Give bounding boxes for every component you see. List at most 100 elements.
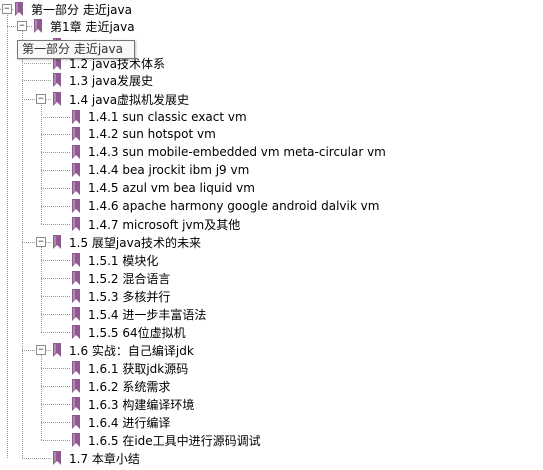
- tree-guide-line: [41, 99, 42, 224]
- tree-guide-line: [41, 440, 70, 441]
- bookmark-label: 1.4.2 sun hotspot vm: [88, 127, 216, 141]
- tree-guide-line: [41, 314, 70, 315]
- bookmark-item[interactable]: 1.4.7 microsoft jvm及其他: [72, 215, 240, 233]
- tree-guide-line: [41, 368, 70, 369]
- tree-guide-line: [41, 117, 70, 118]
- bookmark-item[interactable]: 1.5.4 进一步丰富语法: [72, 305, 206, 323]
- collapse-toggle-icon[interactable]: −: [2, 4, 12, 14]
- bookmark-icon: [72, 397, 80, 411]
- bookmark-label: 1.6.3 构建编译环境: [88, 397, 195, 412]
- bookmark-item[interactable]: 1.6.2 系统需求: [72, 377, 170, 395]
- collapse-toggle-icon[interactable]: −: [36, 237, 46, 247]
- bookmark-item[interactable]: 1.4.3 sun mobile-embedded vm meta-circul…: [72, 143, 386, 161]
- bookmark-item[interactable]: 1.6.5 在ide工具中进行源码调试: [72, 431, 261, 449]
- bookmark-item[interactable]: 1.2 java技术体系: [53, 54, 165, 72]
- bookmark-icon: [72, 181, 80, 195]
- bookmark-icon: [72, 110, 80, 124]
- bookmark-icon: [72, 163, 80, 177]
- tree-guide-line: [22, 80, 51, 81]
- tree-guide-line: [41, 296, 70, 297]
- bookmark-item[interactable]: 1.3 java发展史: [53, 71, 153, 89]
- bookmark-item[interactable]: 1.4.6 apache harmony google android dalv…: [72, 197, 379, 215]
- bookmark-item[interactable]: 1.6.3 构建编译环境: [72, 395, 194, 413]
- tooltip: 第一部分 走近java: [17, 40, 135, 59]
- bookmark-item[interactable]: 1.5.5 64位虚拟机: [72, 323, 186, 341]
- bookmark-icon: [53, 73, 61, 87]
- tree-guide-line: [41, 350, 42, 440]
- bookmark-icon: [72, 127, 80, 141]
- bookmark-icon: [72, 361, 80, 375]
- bookmark-label: 1.2 java技术体系: [69, 56, 166, 71]
- tree-guide-line: [41, 278, 70, 279]
- bookmark-label: 1.6.2 系统需求: [88, 379, 171, 394]
- bookmark-item[interactable]: 1.6.4 进行编译: [72, 413, 170, 431]
- bookmark-label: 1.6 实战：自己编译jdk: [69, 343, 194, 358]
- bookmark-label: 1.6.5 在ide工具中进行源码调试: [88, 433, 261, 448]
- bookmark-item[interactable]: 1.6 实战：自己编译jdk: [53, 341, 194, 359]
- bookmark-label: 第1章 走近java: [50, 19, 135, 34]
- tree-guide-line: [41, 170, 70, 171]
- bookmark-icon: [72, 433, 80, 447]
- tree-guide-line: [41, 206, 70, 207]
- tree-guide-line: [41, 188, 70, 189]
- tree-guide-line: [7, 9, 8, 458]
- bookmark-icon: [72, 253, 80, 267]
- bookmark-icon: [53, 235, 61, 249]
- bookmark-icon: [72, 271, 80, 285]
- collapse-toggle-icon[interactable]: −: [36, 345, 46, 355]
- tree-guide-line: [41, 332, 70, 333]
- bookmark-label: 1.4.1 sun classic exact vm: [88, 110, 247, 124]
- bookmark-label: 1.4.4 bea jrockit ibm j9 vm: [88, 163, 250, 177]
- bookmark-label: 1.6.1 获取jdk源码: [88, 361, 189, 376]
- tree-guide-line: [41, 152, 70, 153]
- bookmark-item[interactable]: 1.5.3 多核并行: [72, 287, 170, 305]
- tree-guide-line: [41, 242, 42, 332]
- bookmark-label: 1.4.7 microsoft jvm及其他: [88, 217, 241, 232]
- bookmark-item[interactable]: 1.4.1 sun classic exact vm: [72, 108, 247, 126]
- bookmark-label: 1.3 java发展史: [69, 73, 154, 88]
- bookmark-item[interactable]: 1.7 本章小结: [53, 449, 140, 467]
- bookmark-icon: [72, 379, 80, 393]
- bookmark-icon: [34, 19, 42, 33]
- tree-guide-line: [22, 63, 51, 64]
- tree-guide-line: [41, 224, 70, 225]
- bookmark-label: 1.5.5 64位虚拟机: [88, 325, 186, 340]
- bookmark-icon: [53, 343, 61, 357]
- collapse-toggle-icon[interactable]: −: [17, 21, 27, 31]
- bookmark-item[interactable]: 1.4.4 bea jrockit ibm j9 vm: [72, 161, 249, 179]
- tree-guide-line: [41, 404, 70, 405]
- bookmark-item[interactable]: 1.4.2 sun hotspot vm: [72, 125, 216, 143]
- bookmark-label: 1.4 java虚拟机发展史: [69, 92, 190, 107]
- bookmark-label: 1.4.5 azul vm bea liquid vm: [88, 181, 255, 195]
- bookmark-label: 1.5 展望java技术的未来: [69, 235, 202, 250]
- bookmark-item[interactable]: 1.5 展望java技术的未来: [53, 233, 201, 251]
- bookmark-icon: [72, 199, 80, 213]
- bookmark-item[interactable]: 1.5.1 模块化: [72, 251, 158, 269]
- bookmark-label: 1.5.2 混合语言: [88, 271, 171, 286]
- bookmark-label: 1.7 本章小结: [69, 451, 140, 466]
- bookmark-icon: [53, 92, 61, 106]
- bookmark-item[interactable]: 1.4.5 azul vm bea liquid vm: [72, 179, 255, 197]
- bookmark-icon: [53, 56, 61, 70]
- bookmark-label: 1.5.3 多核并行: [88, 289, 171, 304]
- bookmark-item[interactable]: 1.6.1 获取jdk源码: [72, 359, 188, 377]
- bookmark-item[interactable]: 1.4 java虚拟机发展史: [53, 90, 189, 108]
- bookmark-icon: [72, 325, 80, 339]
- bookmark-item[interactable]: 1.5.2 混合语言: [72, 269, 170, 287]
- bookmark-label: 1.6.4 进行编译: [88, 415, 171, 430]
- bookmark-label: 1.4.3 sun mobile-embedded vm meta-circul…: [88, 145, 386, 159]
- bookmark-item[interactable]: 第一部分 走近java: [15, 0, 132, 18]
- bookmark-label: 第一部分 走近java: [31, 2, 132, 17]
- tree-guide-line: [41, 134, 70, 135]
- bookmark-item[interactable]: 第1章 走近java: [34, 17, 135, 35]
- bookmark-icon: [72, 415, 80, 429]
- bookmark-icon: [72, 307, 80, 321]
- tree-guide-line: [41, 422, 70, 423]
- bookmark-icon: [72, 217, 80, 231]
- bookmark-label: 1.4.6 apache harmony google android dalv…: [88, 199, 380, 213]
- bookmark-icon: [15, 2, 23, 16]
- bookmark-icon: [53, 451, 61, 465]
- collapse-toggle-icon[interactable]: −: [36, 94, 46, 104]
- tree-guide-line: [41, 260, 70, 261]
